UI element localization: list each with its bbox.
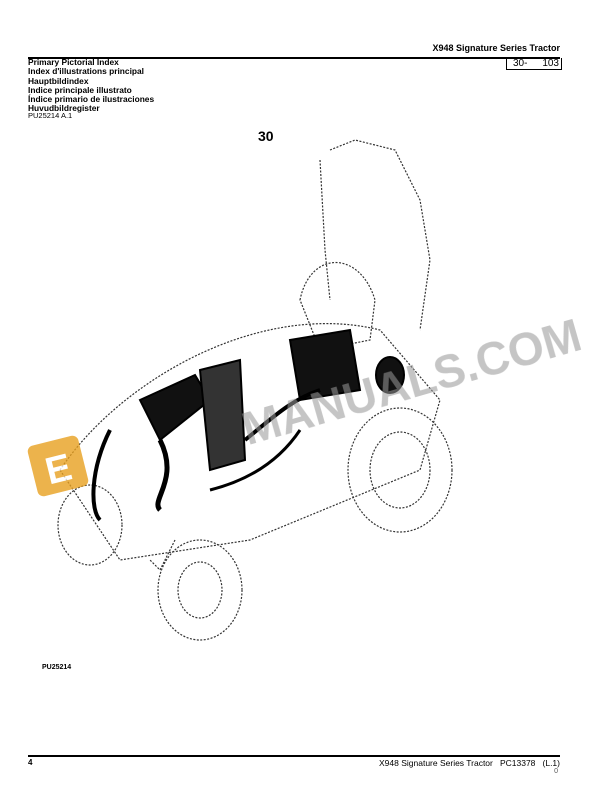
document-title: X948 Signature Series Tractor xyxy=(432,43,560,53)
radiator xyxy=(198,358,247,472)
section-number: 30- xyxy=(513,58,528,69)
footer-rule xyxy=(28,755,560,757)
seat xyxy=(299,262,376,351)
figure-number: 30 xyxy=(258,128,274,144)
air-intake xyxy=(138,373,212,442)
header-rule xyxy=(28,57,560,59)
front-wheel-right xyxy=(157,539,243,641)
illustration-reference: PU25214 A.1 xyxy=(28,111,73,120)
figure-id: PU25214 xyxy=(42,664,72,671)
index-titles: Primary Pictorial Index Index d'illustra… xyxy=(28,57,155,114)
footer-revision: (L.1) xyxy=(542,758,560,768)
footer-info: X948 Signature Series Tractor PC13378 (L… xyxy=(379,758,560,768)
title-it: Indice principale illustrato xyxy=(28,84,132,95)
rollover-bar xyxy=(329,139,431,331)
front-wheel-left xyxy=(57,484,123,566)
page-number-ref: 103 xyxy=(542,58,559,69)
title-fr: Index d'illustrations principal xyxy=(28,66,145,77)
title-es: Índice primario de ilustraciones xyxy=(28,94,155,105)
rear-wheel-right xyxy=(347,407,453,533)
watermark-logo xyxy=(27,435,89,497)
footer-doc-id: PC13378 xyxy=(499,758,536,768)
page-reference-box: 30- 103 xyxy=(506,58,562,70)
title-en: Primary Pictorial Index xyxy=(28,57,119,67)
title-de: Hauptbildindex xyxy=(28,75,89,86)
tractor-body xyxy=(59,322,441,561)
page-number: 4 xyxy=(28,758,33,767)
footer-suffix: 0 xyxy=(554,768,558,775)
watermark-text: MANUALS.COM xyxy=(236,308,587,454)
title-sv: Huvudbildregister xyxy=(28,103,100,114)
footer-doc-title: X948 Signature Series Tractor xyxy=(379,758,493,768)
fuel-tank xyxy=(288,328,362,402)
